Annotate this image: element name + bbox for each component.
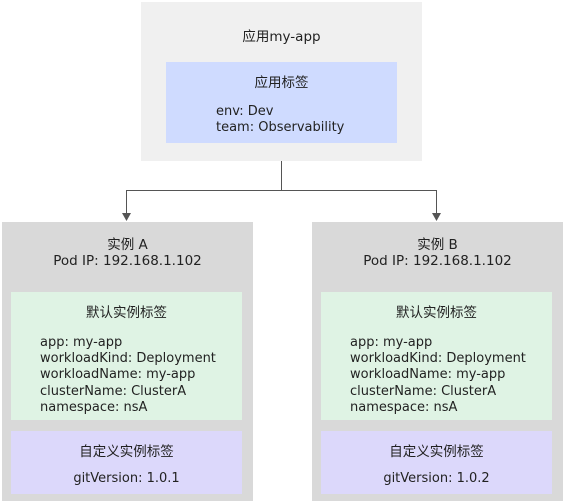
default-labels-box: 默认实例标签 app: my-app workloadKind: Deploym…	[321, 292, 552, 420]
default-label: workloadName: my-app	[40, 367, 196, 383]
instance-b-box: 实例 B Pod IP: 192.168.1.102 默认实例标签 app: m…	[312, 222, 563, 501]
default-label: app: my-app	[350, 335, 433, 350]
app-labels-title: 应用标签	[254, 75, 309, 91]
instance-a-header: 实例 A Pod IP: 192.168.1.102	[2, 237, 253, 269]
app-labels-list: env: Dev team: Observability	[216, 104, 344, 136]
custom-labels-list: gitVersion: 1.0.2	[321, 471, 552, 487]
instance-pod-ip: Pod IP: 192.168.1.102	[363, 253, 512, 269]
instance-a-box: 实例 A Pod IP: 192.168.1.102 默认实例标签 app: m…	[2, 222, 253, 501]
default-label: app: my-app	[40, 335, 123, 350]
instance-pod-ip: Pod IP: 192.168.1.102	[53, 253, 202, 269]
arrowhead-left	[122, 213, 131, 221]
default-label: clusterName: ClusterA	[40, 383, 187, 399]
default-label: clusterName: ClusterA	[350, 383, 497, 399]
default-label: workloadKind: Deployment	[40, 351, 216, 367]
default-label: workloadName: my-app	[350, 367, 506, 383]
custom-labels-box: 自定义实例标签 gitVersion: 1.0.2	[321, 431, 552, 494]
custom-labels-list: gitVersion: 1.0.1	[11, 471, 242, 487]
instance-title: 实例 A	[107, 237, 148, 253]
custom-label: gitVersion: 1.0.1	[73, 471, 180, 486]
default-labels-box: 默认实例标签 app: my-app workloadKind: Deploym…	[11, 292, 242, 420]
instance-title: 实例 B	[417, 237, 458, 253]
arrowhead-right	[432, 213, 441, 221]
app-label: team: Observability	[216, 120, 345, 136]
custom-labels-box: 自定义实例标签 gitVersion: 1.0.1	[11, 431, 242, 494]
default-labels-list: app: my-app workloadKind: Deployment wor…	[350, 335, 526, 416]
custom-label: gitVersion: 1.0.2	[383, 471, 490, 486]
default-label: namespace: nsA	[40, 399, 148, 415]
app-labels-box: 应用标签 env: Dev team: Observability	[166, 62, 397, 143]
app-title: 应用my-app	[242, 29, 321, 45]
custom-labels-title: 自定义实例标签	[79, 444, 174, 460]
default-labels-list: app: my-app workloadKind: Deployment wor…	[40, 335, 216, 416]
default-label: namespace: nsA	[350, 399, 458, 415]
default-label: workloadKind: Deployment	[350, 351, 526, 367]
app-label: env: Dev	[216, 104, 274, 119]
default-labels-title: 默认实例标签	[86, 305, 167, 321]
custom-labels-title: 自定义实例标签	[389, 444, 484, 460]
default-labels-title: 默认实例标签	[396, 305, 477, 321]
instance-b-header: 实例 B Pod IP: 192.168.1.102	[312, 237, 563, 269]
